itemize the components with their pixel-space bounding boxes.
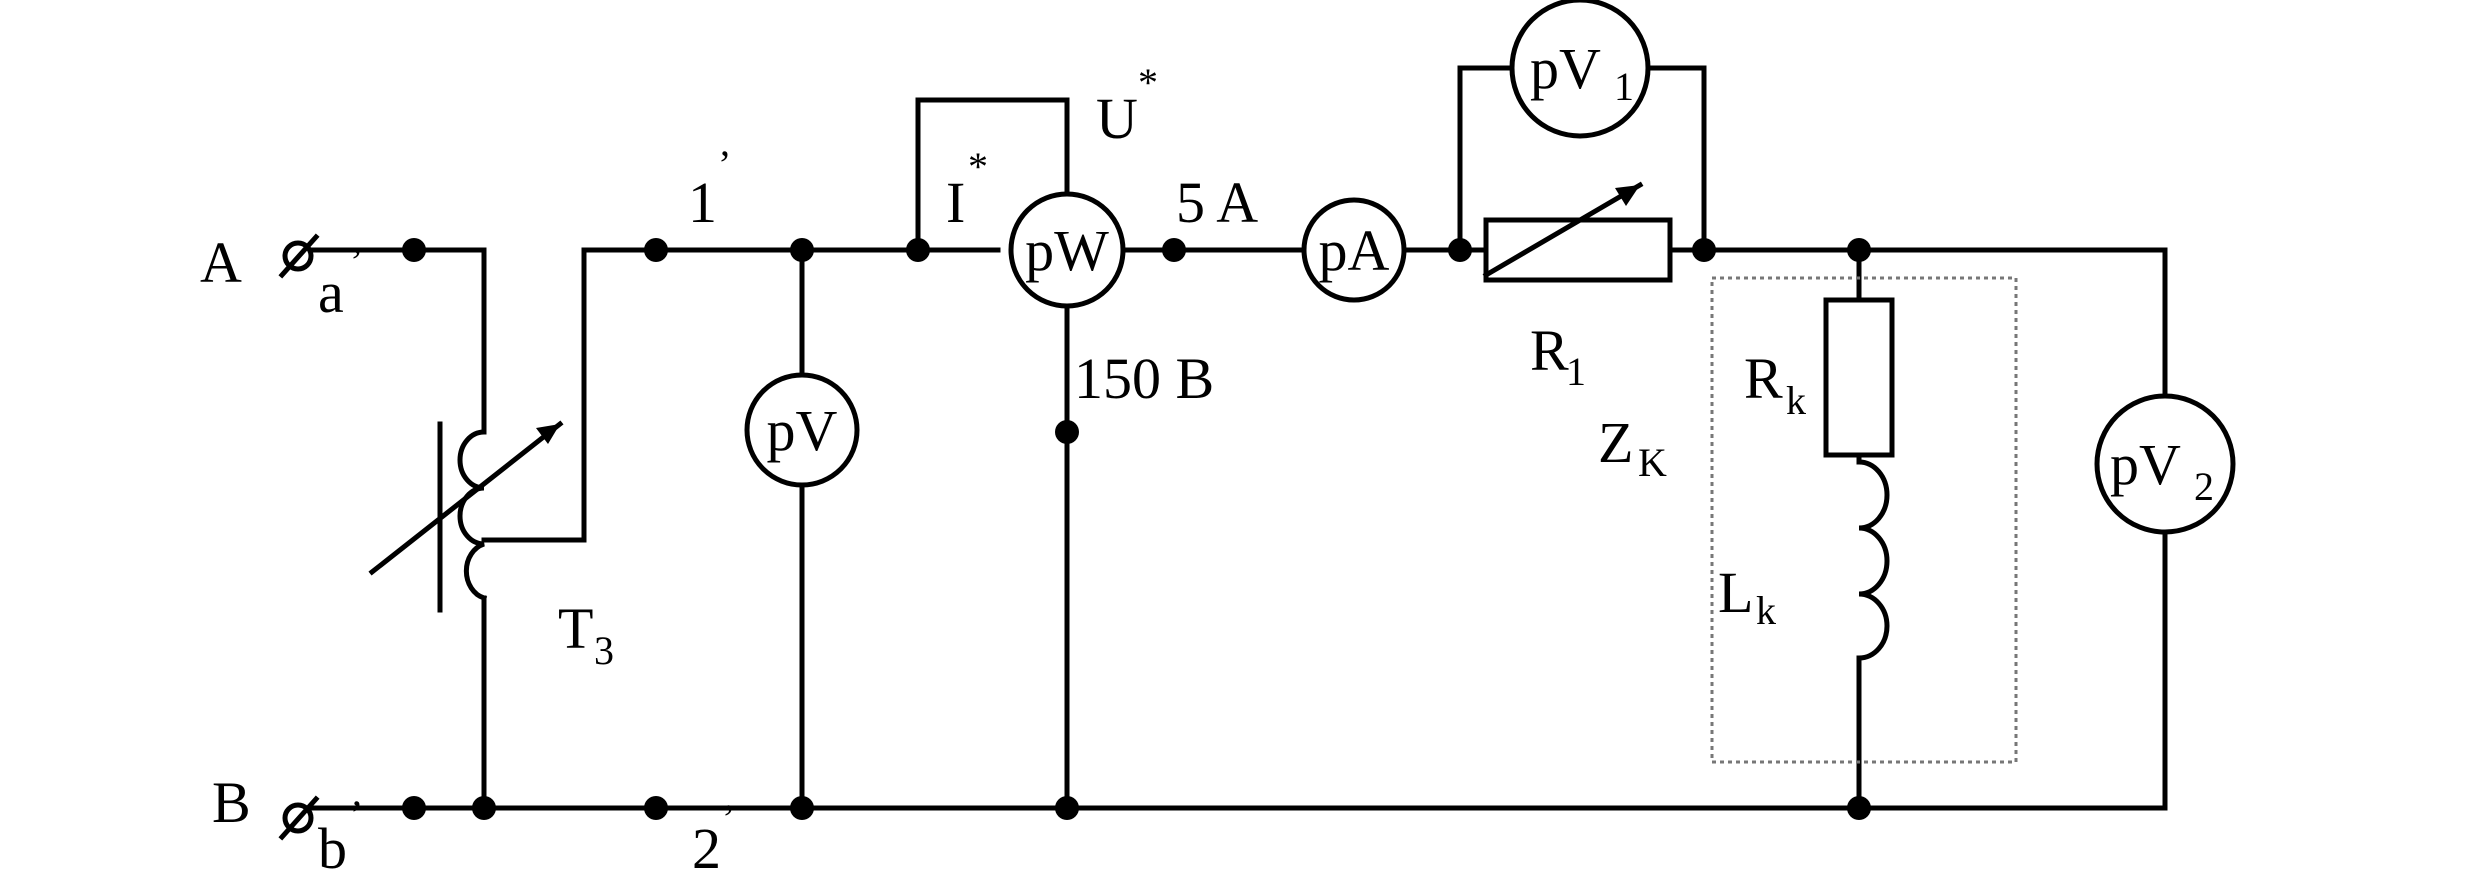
- junction-dots: [402, 238, 1871, 820]
- label-current-star: *: [968, 144, 988, 189]
- label-a: a: [318, 260, 344, 325]
- dot-r1-left: [1448, 238, 1472, 262]
- label-voltage-star: *: [1138, 60, 1158, 105]
- dot-5a: [1162, 238, 1186, 262]
- label-1: 1: [688, 170, 717, 235]
- label-r1-sub: 1: [1566, 349, 1586, 394]
- zk-box: [1710, 276, 2018, 764]
- labels: A B a ’ b ’ 1 ’ 2 ’ T 3 I * U * 5 A 150 …: [200, 60, 1806, 877]
- dot-pv-top: [790, 238, 814, 262]
- dot-zk-top: [1847, 238, 1871, 262]
- label-rk-sub: k: [1786, 378, 1806, 423]
- voltmeter-pv2: pV 2: [2094, 393, 2236, 535]
- label-r1: R: [1530, 318, 1569, 383]
- label-5a: 5 A: [1176, 170, 1258, 235]
- label-2-prime: ’: [722, 796, 735, 841]
- voltmeter1-label: pV: [1530, 36, 1601, 101]
- dot-a-prime: [402, 238, 426, 262]
- dot-2-prime: [644, 796, 668, 820]
- label-t3-sub: 3: [594, 628, 614, 673]
- label-t3: T: [558, 596, 593, 661]
- label-A: A: [200, 230, 242, 295]
- voltmeter-pv1: pV 1: [1509, 0, 1651, 139]
- label-B: B: [212, 770, 251, 835]
- ammeter-pa: pA: [1301, 197, 1407, 303]
- wattmeter-pw: pW: [1008, 191, 1126, 309]
- autotransformer-t3: [368, 420, 564, 613]
- label-a-prime: ’: [350, 239, 363, 284]
- label-b: b: [318, 816, 347, 872]
- label-current-terminal: I: [946, 170, 965, 235]
- dot-1-prime: [644, 238, 668, 262]
- wattmeter-label: pW: [1025, 218, 1109, 283]
- label-2: 2: [692, 816, 721, 872]
- dot-t3-bottom: [472, 796, 496, 820]
- voltmeter1-sub: 1: [1614, 64, 1634, 109]
- dot-r1-right: [1692, 238, 1716, 262]
- dot-b-prime: [402, 796, 426, 820]
- label-rk: R: [1744, 346, 1783, 411]
- dot-w-bottom: [1055, 796, 1079, 820]
- voltmeter2-sub: 2: [2194, 464, 2214, 509]
- resistor-r1: [1482, 181, 1673, 283]
- voltmeter2-label: pV: [2110, 432, 2181, 497]
- dot-150b: [1055, 420, 1079, 444]
- label-150b: 150 B: [1074, 346, 1214, 411]
- label-lk-sub: k: [1756, 588, 1776, 633]
- terminal-A: [278, 233, 320, 279]
- label-voltage-terminal: U: [1096, 86, 1138, 151]
- label-lk: L: [1718, 560, 1753, 625]
- dot-zk-bottom: [1847, 796, 1871, 820]
- terminal-B: [278, 795, 320, 841]
- dot-w-current: [906, 238, 930, 262]
- resistor-rk: [1823, 297, 1895, 458]
- ammeter-label: pA: [1319, 218, 1390, 283]
- wires: [309, 65, 2168, 811]
- label-b-prime: ’: [350, 792, 363, 837]
- inductor-lk: [1856, 459, 1890, 661]
- label-1-prime: ’: [718, 142, 731, 187]
- label-zk-sub: K: [1638, 440, 1667, 485]
- dot-pv-bottom: [790, 796, 814, 820]
- voltmeter-label: pV: [767, 398, 838, 463]
- label-zk: Z: [1598, 410, 1633, 475]
- voltmeter-pv: pV: [744, 372, 860, 488]
